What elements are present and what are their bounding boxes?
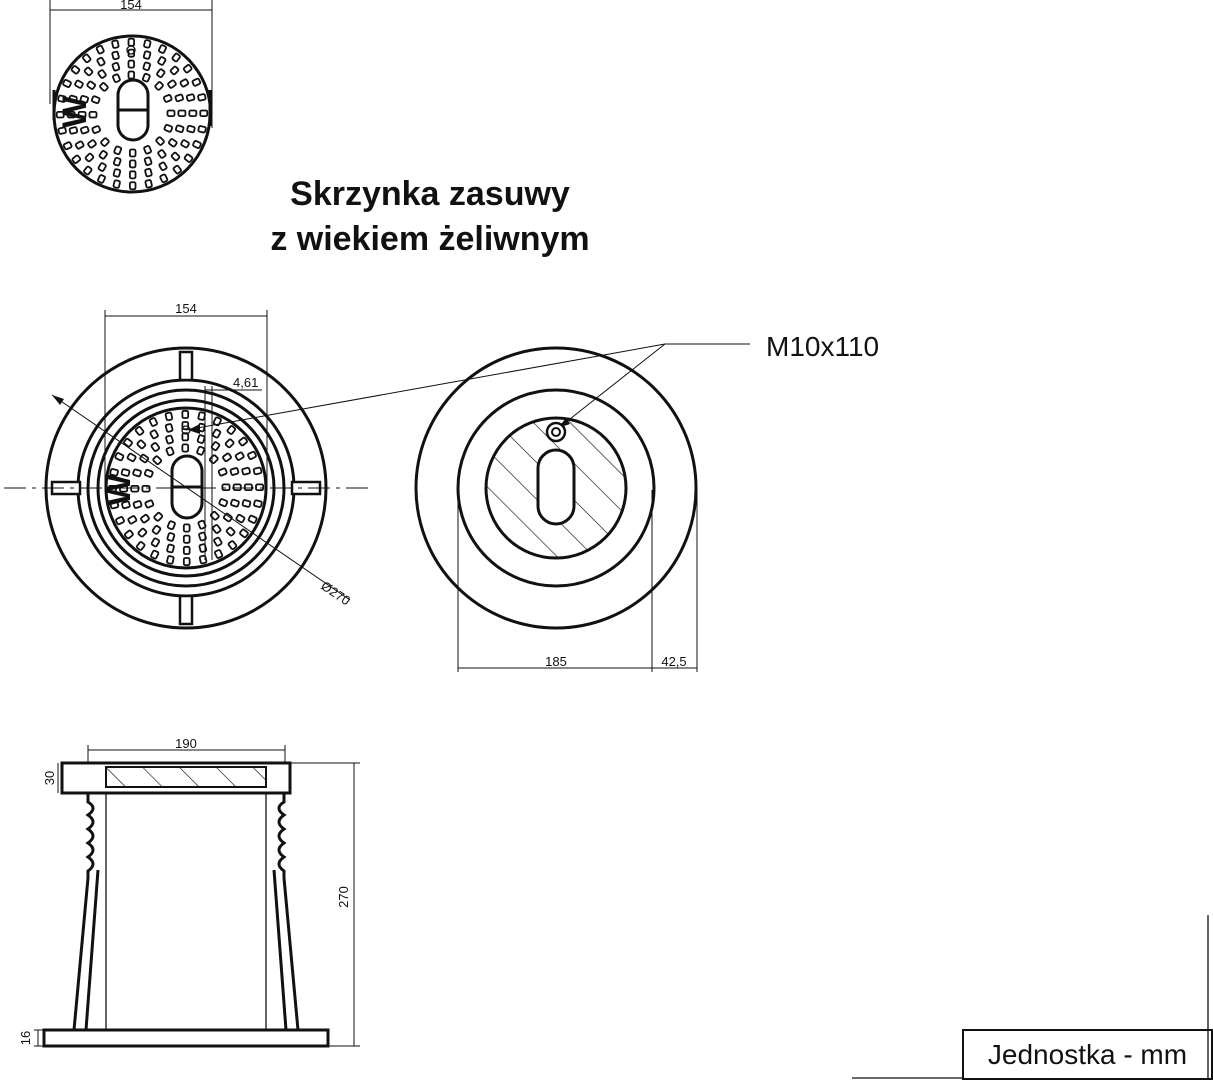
section-width-dim: 185 bbox=[545, 654, 567, 669]
lid-handle-slot bbox=[116, 78, 150, 142]
unit-label: Jednostka - mm bbox=[962, 1029, 1213, 1080]
drawing-title-line1: Skrzynka zasuwy bbox=[290, 175, 570, 213]
side-lid-height-dim: 30 bbox=[42, 771, 57, 785]
side-base-plate bbox=[42, 1028, 330, 1048]
side-base-dim: 16 bbox=[18, 1031, 33, 1045]
top-view-letter-w: W bbox=[100, 473, 138, 506]
lug-top bbox=[178, 350, 194, 382]
bolt-callout: M10x110 bbox=[185, 331, 879, 434]
lid-bolt-hole bbox=[126, 45, 136, 55]
lid-grating-pattern bbox=[55, 37, 209, 191]
section-offset-dim: 42,5 bbox=[661, 654, 686, 669]
top-view-diameter-dim: Ø270 bbox=[318, 578, 353, 608]
side-lid-section bbox=[105, 766, 267, 788]
side-top-dim: 190 bbox=[175, 736, 197, 751]
lid-detail-width-dim: 154 bbox=[120, 0, 142, 12]
lid-detail-view: 154 W bbox=[49, 0, 213, 194]
top-view-width-dim: 154 bbox=[175, 301, 197, 316]
lug-bottom bbox=[178, 594, 194, 626]
top-view-offset-dim: 4,61 bbox=[233, 375, 258, 390]
bolt-callout-label: M10x110 bbox=[766, 331, 879, 362]
drawing-title-line2: z wiekiem żeliwnym bbox=[270, 220, 590, 258]
section-bolt bbox=[545, 421, 567, 443]
title-block-frame bbox=[852, 915, 1209, 1080]
lid-letter-w: W bbox=[56, 95, 94, 128]
section-view: 185 42,5 bbox=[414, 346, 698, 672]
side-height-dim: 270 bbox=[336, 886, 351, 908]
top-view: 154 4,61 W Ø270 bbox=[4, 301, 372, 630]
side-view: 190 30 270 16 bbox=[18, 736, 360, 1048]
section-handle-slot bbox=[536, 448, 576, 526]
